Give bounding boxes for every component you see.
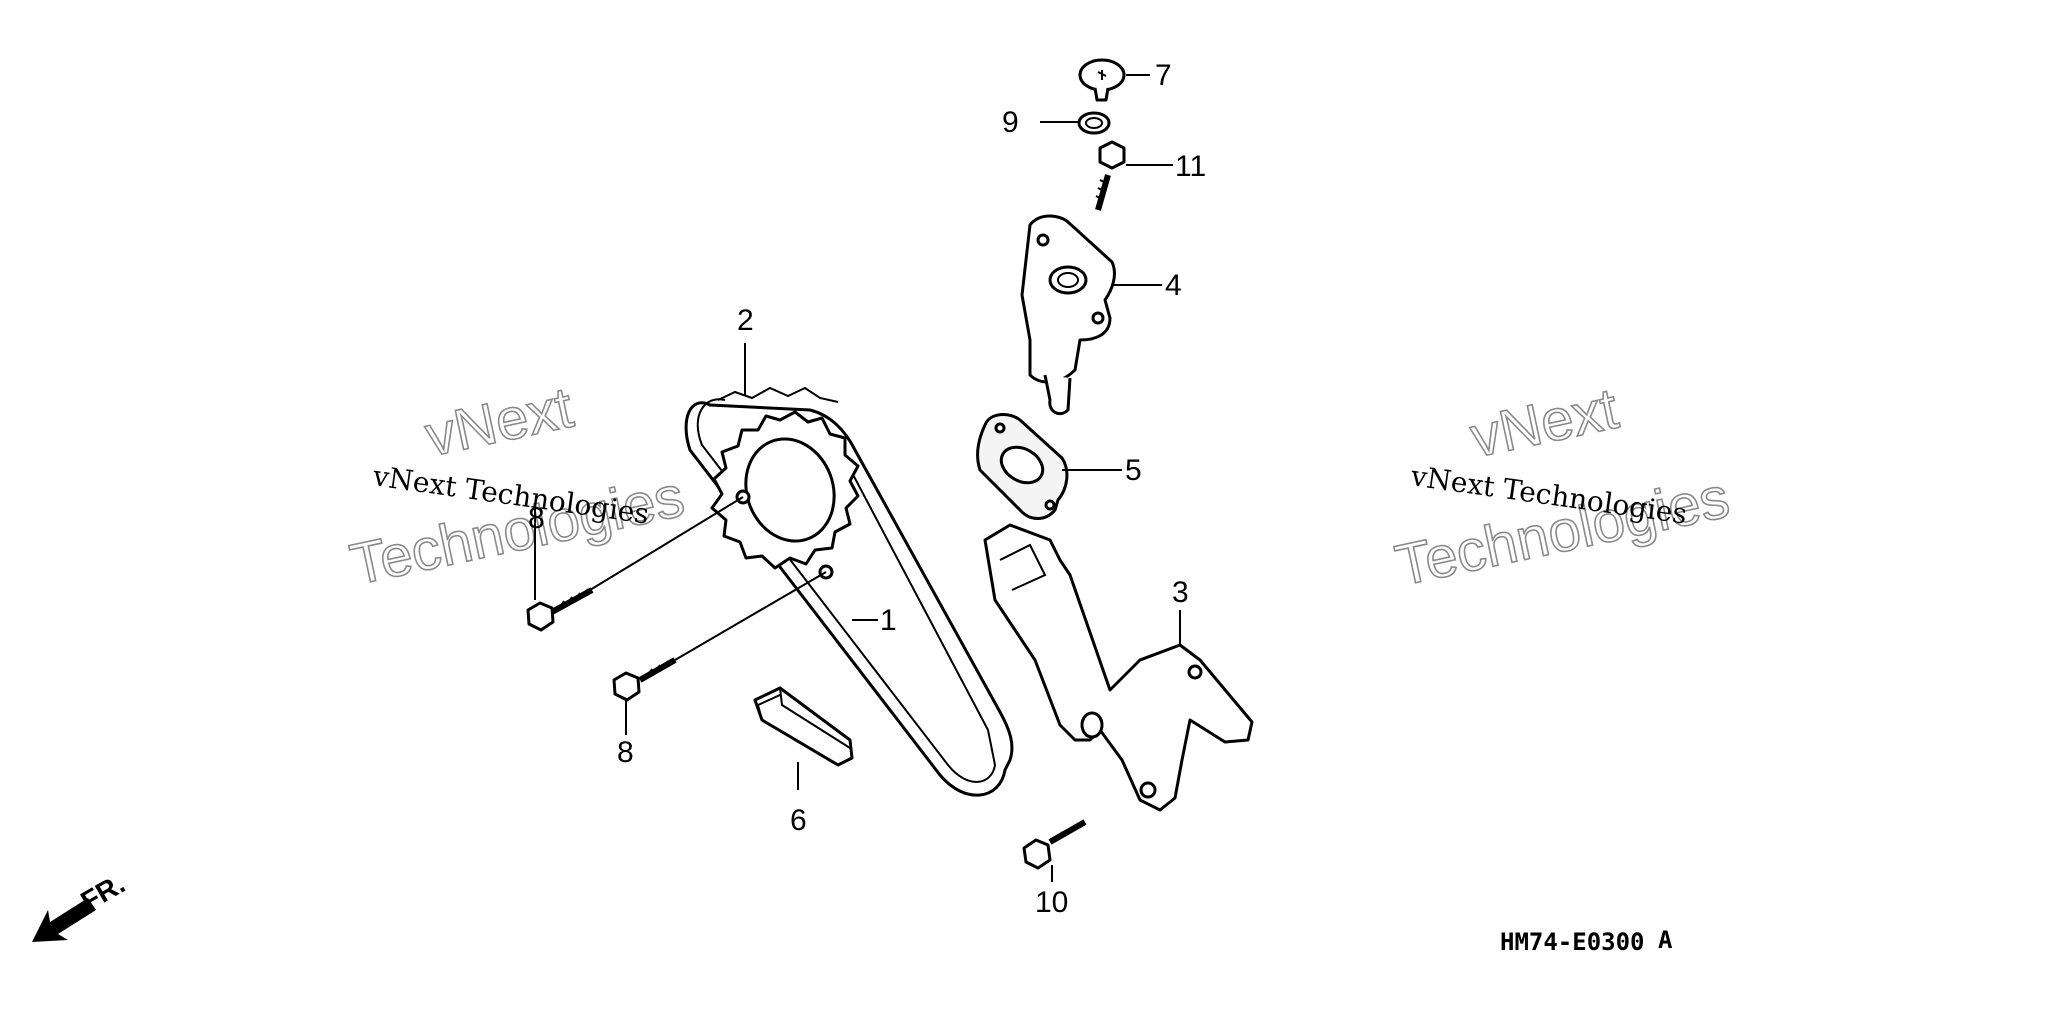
tensioner-arm	[983, 523, 1254, 812]
callout-9: 9	[1002, 106, 1019, 139]
callout-6: 6	[790, 804, 807, 837]
callout-8-lower: 8	[617, 736, 634, 769]
tensioner-gasket	[976, 413, 1069, 520]
arrow-left-down-icon	[32, 898, 96, 942]
diagram-revision: A	[1658, 926, 1673, 954]
sprocket-bolt-upper	[526, 496, 744, 632]
callout-11: 11	[1175, 150, 1206, 183]
svg-text:vNext: vNext	[1465, 376, 1624, 470]
callout-3: 3	[1172, 576, 1189, 609]
callout-2: 2	[737, 304, 754, 337]
callout-7: 7	[1155, 59, 1172, 92]
callout-8-upper: 8	[528, 502, 545, 535]
sprocket-bolt-lower	[612, 571, 827, 702]
leader-lines	[534, 74, 1181, 882]
sealing-washer	[1077, 111, 1111, 135]
callout-4: 4	[1165, 269, 1182, 302]
diagram-code: HM74-E0300	[1500, 928, 1645, 956]
callout-1: 1	[880, 604, 897, 637]
arm-pivot-bolt	[1022, 819, 1087, 870]
callout-5: 5	[1125, 454, 1142, 487]
tensioner-lifter	[1020, 214, 1116, 416]
cam-sprocket	[710, 410, 860, 580]
front-direction-arrow: FR.	[32, 868, 130, 942]
chain-guide-slipper	[753, 686, 854, 767]
svg-text:vNext: vNext	[420, 375, 579, 469]
sealing-cap-bolt	[1078, 58, 1126, 102]
callout-10: 10	[1035, 886, 1068, 919]
tensioner-bolt	[1095, 140, 1126, 211]
cam-chain	[684, 386, 1014, 797]
